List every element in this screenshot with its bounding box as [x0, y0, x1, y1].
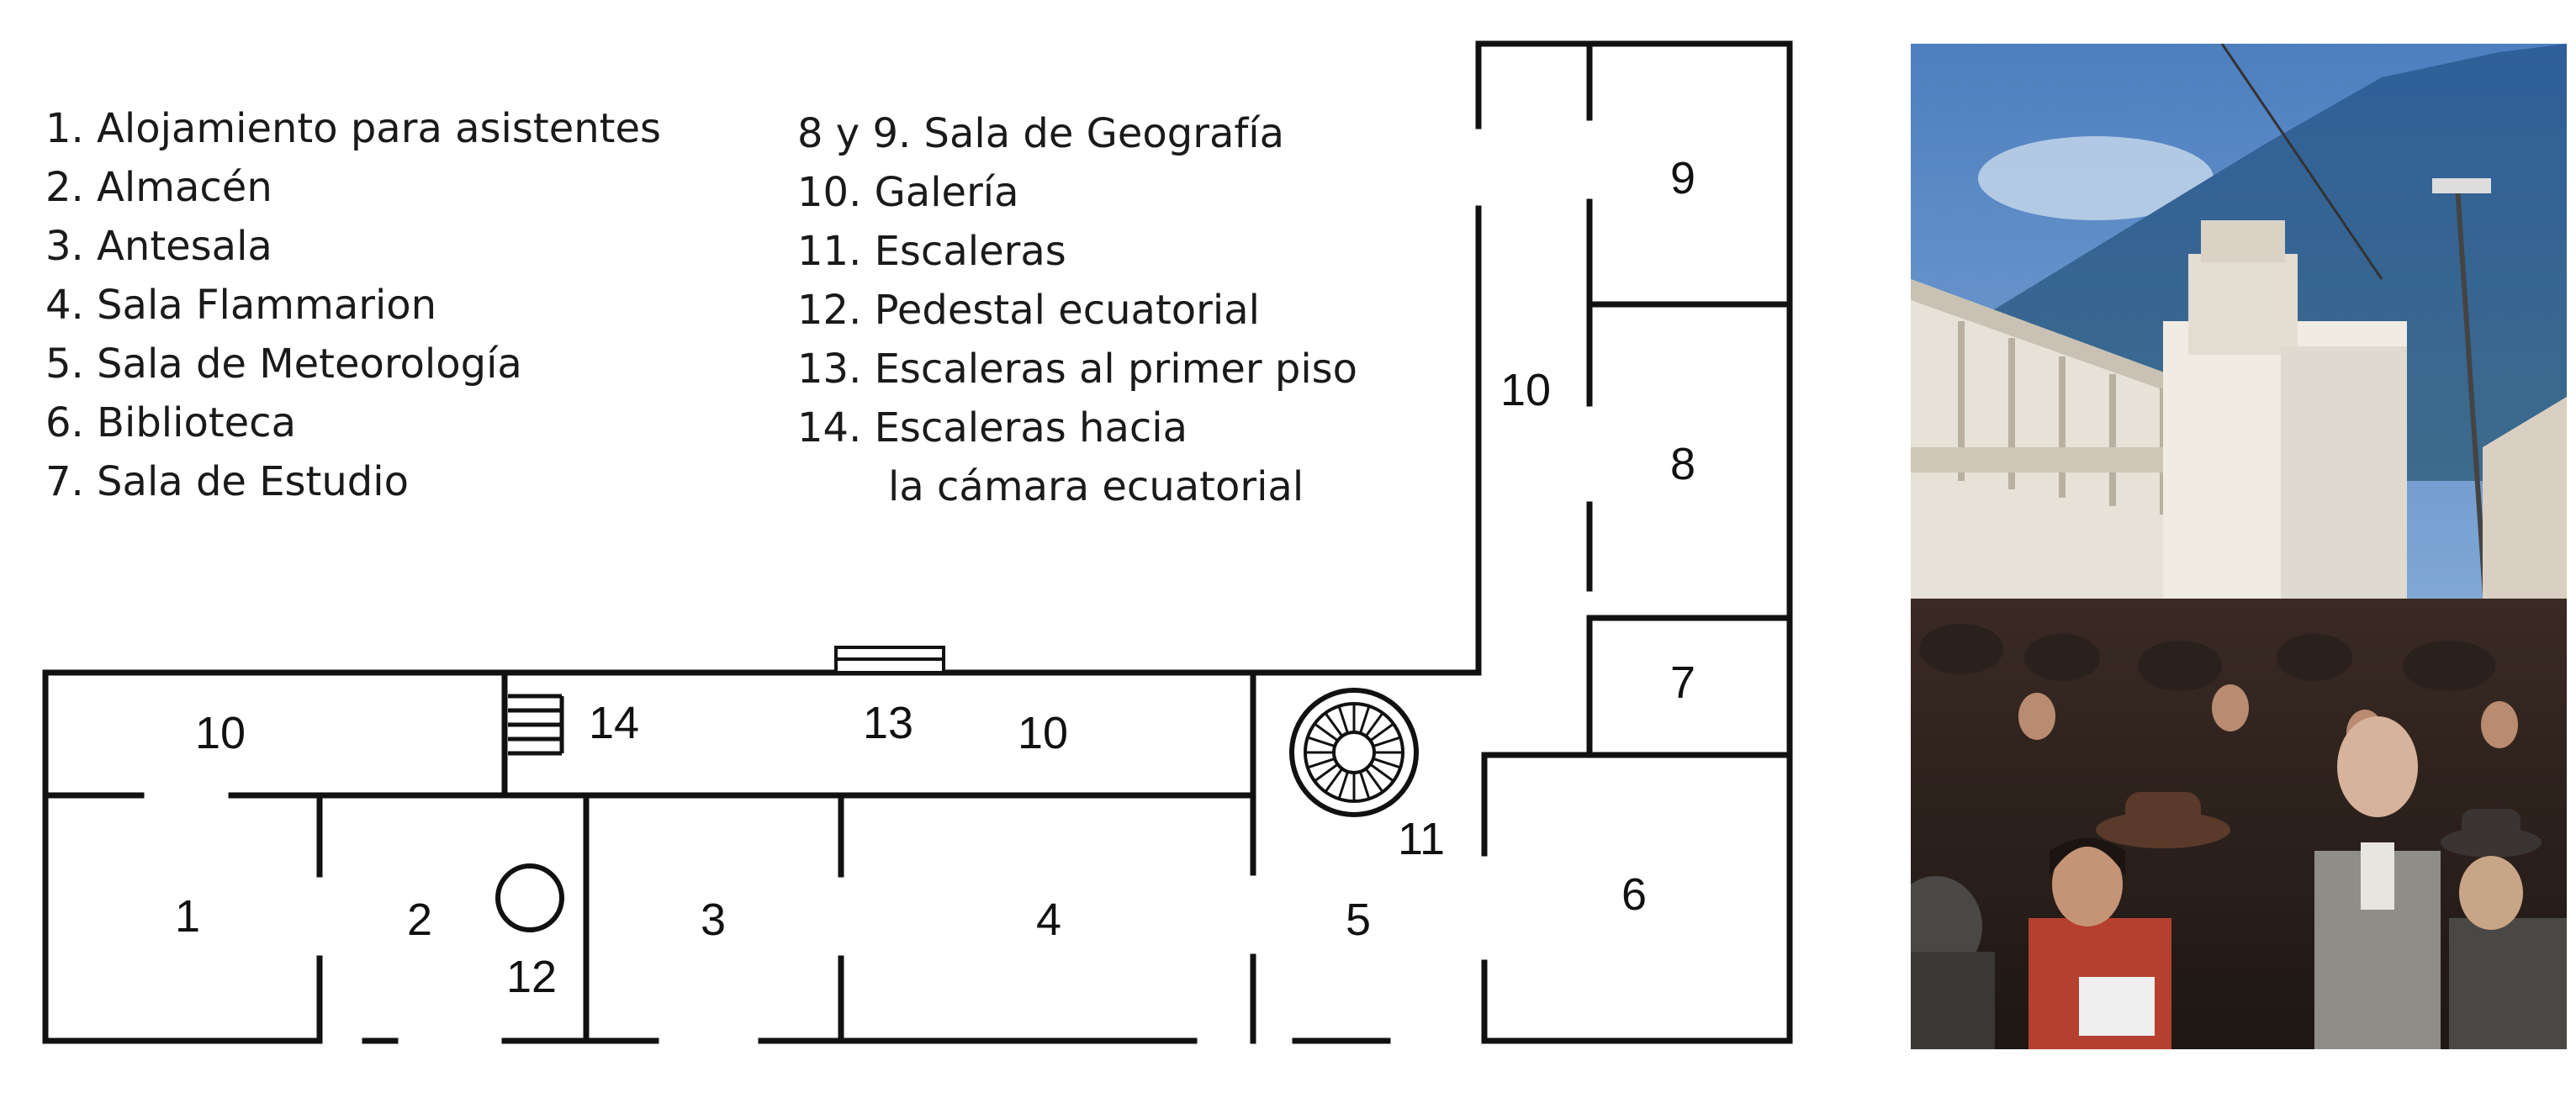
legend-item-13: 13. Escaleras al primer piso	[797, 346, 1358, 393]
walls	[42, 40, 1793, 1044]
legend-item-8-9: 8 y 9. Sala de Geografía	[797, 110, 1285, 157]
legend-item-14-continued: la cámara ecuatorial	[888, 463, 1304, 510]
legend-right: 8 y 9. Sala de Geografía 10. Galería 11.…	[797, 104, 1357, 516]
street-crowd-photo	[1911, 44, 2567, 1049]
spiral-step	[1314, 763, 1339, 783]
spiral-staircase-11	[1289, 688, 1419, 817]
spiral-step	[1373, 736, 1401, 748]
room-label-4: 4	[1036, 895, 1061, 945]
spiral-step	[1369, 763, 1394, 783]
legend-item-5: 5. Sala de Meteorología	[45, 340, 522, 388]
room-label-5: 5	[1346, 895, 1371, 945]
room-label-10-west: 10	[195, 708, 246, 758]
legend-item-6: 6. Biblioteca	[45, 399, 296, 446]
spiral-step	[1337, 771, 1350, 800]
room-label-2: 2	[407, 895, 432, 945]
street-crowd-illustration	[1911, 44, 2567, 1049]
room-label-10-east: 10	[1500, 365, 1551, 415]
room-label-14: 14	[589, 698, 639, 748]
room-label-10-corridor: 10	[1018, 708, 1068, 758]
spiral-step	[1314, 722, 1339, 742]
spiral-step	[1307, 736, 1336, 748]
spiral-step	[1324, 712, 1344, 737]
room-label-7: 7	[1670, 657, 1695, 708]
legend-item-1: 1. Alojamiento para asistentes	[45, 105, 662, 152]
spiral-step	[1307, 757, 1336, 769]
spiral-step	[1364, 712, 1384, 737]
spiral-step	[1373, 757, 1401, 769]
legend-item-2: 2. Almacén	[45, 164, 272, 211]
room-label-11: 11	[1398, 814, 1445, 864]
legend-item-7: 7. Sala de Estudio	[45, 458, 409, 505]
room-label-9: 9	[1670, 153, 1695, 203]
room-label-13: 13	[863, 698, 913, 748]
legend-left: 1. Alojamiento para asistentes 2. Almacé…	[45, 99, 661, 511]
legend-item-3: 3. Antesala	[45, 223, 272, 270]
legend-item-4: 4. Sala Flammarion	[45, 282, 437, 329]
legend-item-14: 14. Escaleras hacia	[797, 404, 1187, 451]
room-label-3: 3	[701, 895, 726, 945]
spiral-step	[1358, 705, 1371, 734]
spiral-step	[1324, 768, 1344, 793]
room-label-8: 8	[1670, 439, 1695, 489]
room-label-6: 6	[1621, 869, 1647, 920]
spiral-step	[1369, 722, 1394, 742]
stairs-13	[834, 646, 945, 674]
pedestal-12	[495, 863, 564, 932]
legend-item-12: 12. Pedestal ecuatorial	[797, 287, 1260, 334]
spiral-step	[1364, 768, 1384, 793]
spiral-step	[1337, 705, 1350, 734]
room-label-12: 12	[506, 952, 557, 1002]
stairs-14	[508, 694, 564, 756]
legend-item-10: 10. Galería	[797, 169, 1019, 216]
legend-item-11: 11. Escaleras	[797, 228, 1066, 275]
spiral-step	[1358, 771, 1371, 800]
room-label-1: 1	[175, 891, 200, 942]
